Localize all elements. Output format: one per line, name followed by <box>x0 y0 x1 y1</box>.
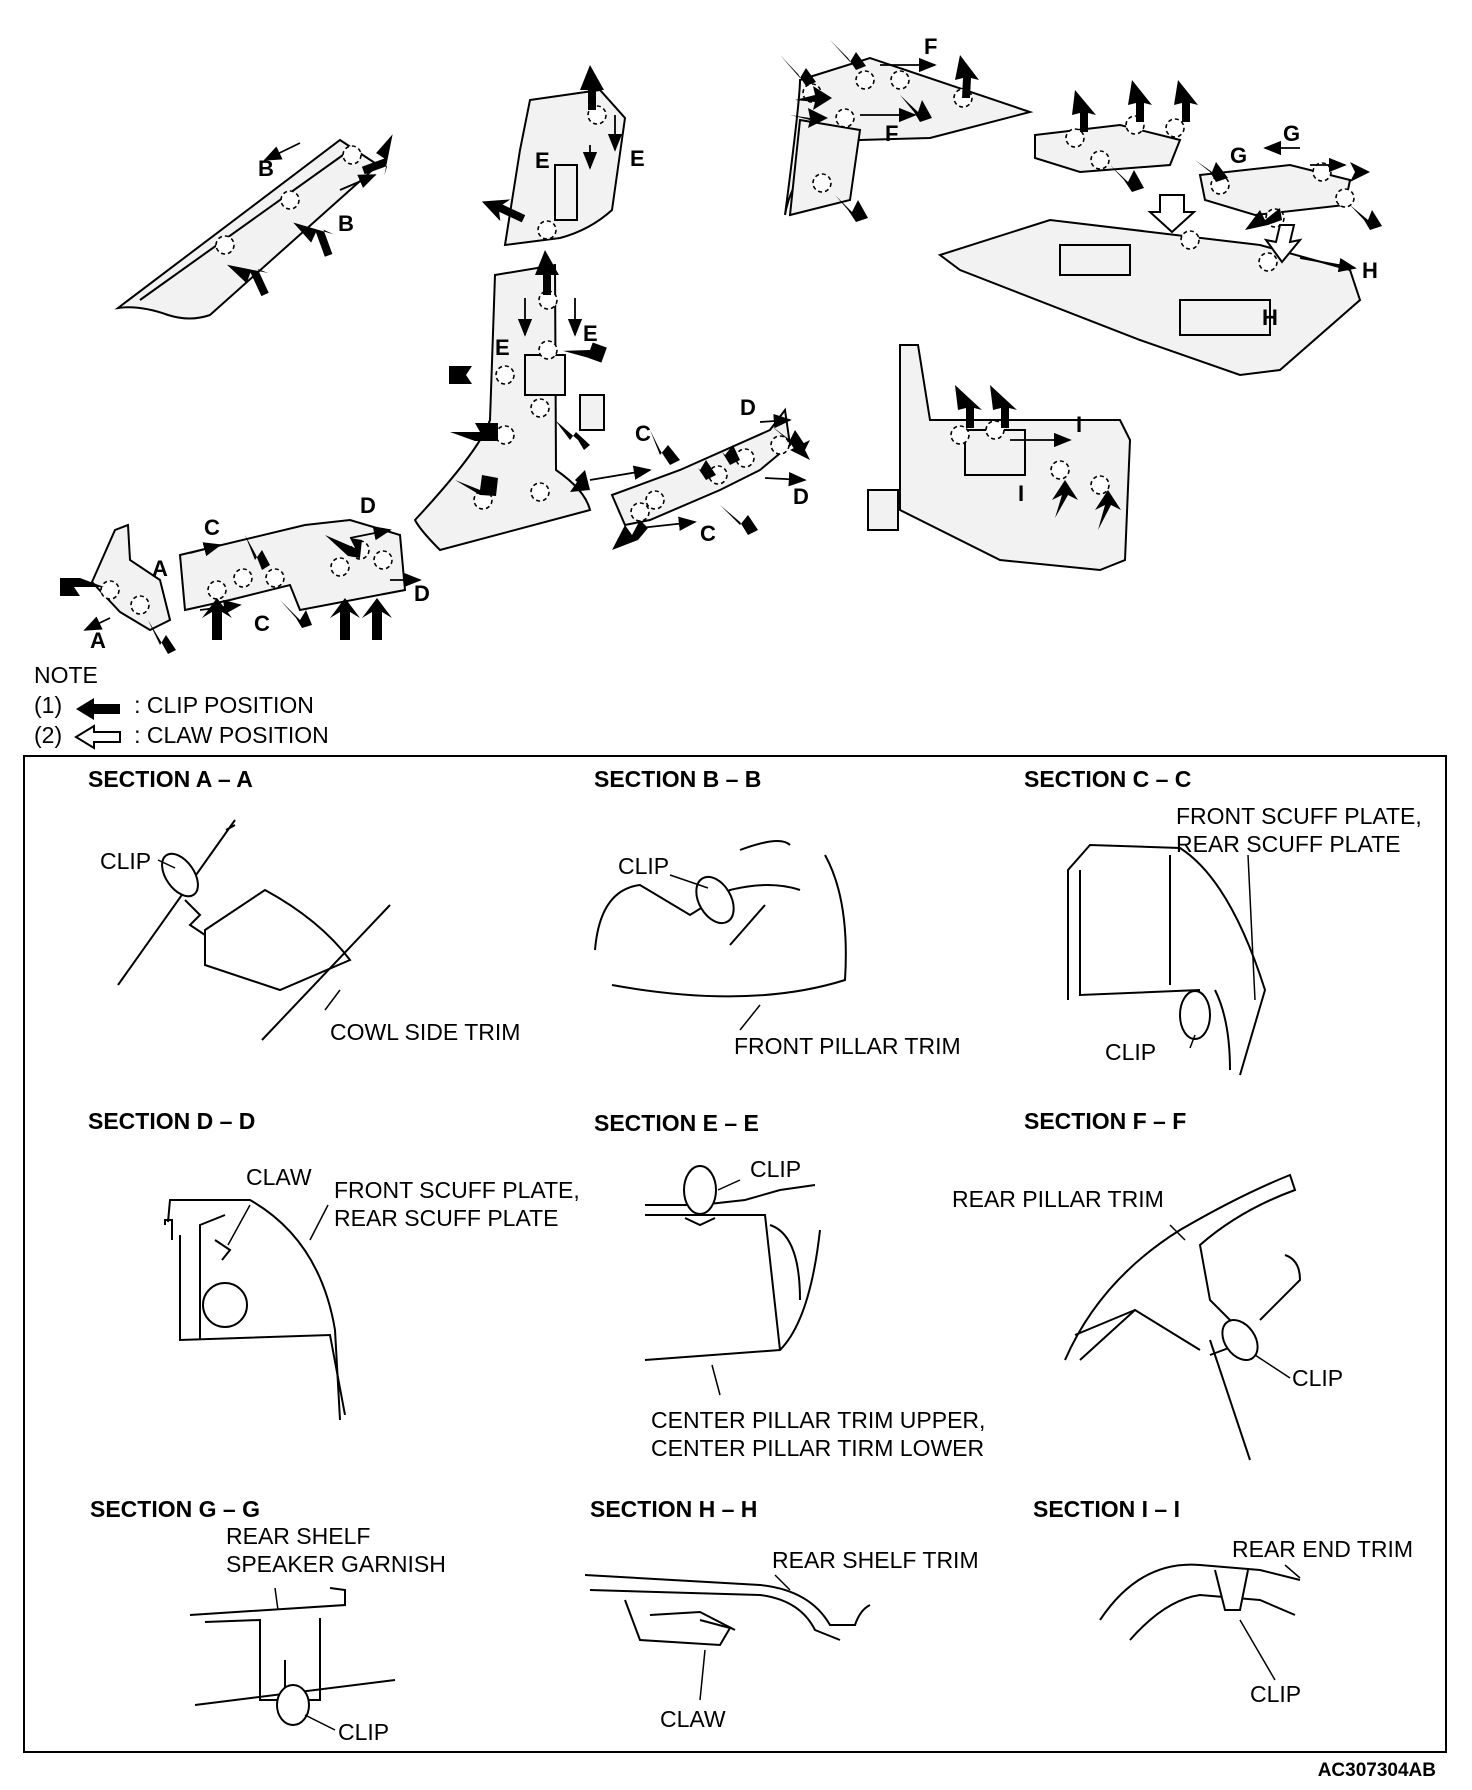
note-legend: NOTE (1) : CLIP POSITION (2) : CLAW POSI… <box>34 660 329 750</box>
section-d-claw-label: CLAW <box>246 1164 312 1190</box>
note-item-number: (1) <box>34 692 63 718</box>
cut-label-e: E <box>535 148 550 173</box>
front-pillar-trim-part <box>114 138 380 320</box>
section-i-rear-end-trim-label: REAR END TRIM <box>1232 1536 1414 1562</box>
section-c-clip-label: CLIP <box>1105 1039 1157 1065</box>
cut-label-g: G <box>1230 143 1248 168</box>
cut-label-f: F <box>885 121 899 146</box>
section-d-drawing <box>164 1199 346 1421</box>
clip-arrows <box>60 40 1382 654</box>
section-h-rear-shelf-trim-label: REAR SHELF TRIM <box>772 1547 979 1573</box>
cut-label-e: E <box>630 146 645 171</box>
rear-shelf-trim-part <box>937 218 1362 377</box>
section-c-scuff-plate-label: FRONT SCUFF PLATE, REAR SCUFF PLATE <box>1176 803 1422 858</box>
section-c-drawing <box>1067 843 1267 1076</box>
section-a-title: SECTION A – A <box>88 766 253 792</box>
section-i-title: SECTION I – I <box>1033 1496 1180 1522</box>
cut-label-g: G <box>1283 121 1301 146</box>
front-scuff-plate-part <box>178 518 407 612</box>
cut-label-c: C <box>635 421 651 446</box>
note-item-text: : CLAW POSITION <box>134 722 329 748</box>
cut-label-c: C <box>700 521 716 546</box>
cut-label-h: H <box>1362 258 1378 283</box>
note-item-clip: (1) : CLIP POSITION <box>34 690 329 720</box>
section-cut-lines <box>83 57 1357 631</box>
section-c-title: SECTION C – C <box>1024 766 1192 792</box>
section-f-clip-label: CLIP <box>1292 1365 1344 1391</box>
cut-label-c: C <box>254 611 270 636</box>
note-item-claw: (2) : CLAW POSITION <box>34 720 329 750</box>
filled-arrow-icon <box>76 698 120 720</box>
figure-id: AC307304AB <box>1317 1760 1436 1781</box>
section-d-title: SECTION D – D <box>88 1108 256 1134</box>
section-b-drawing <box>594 840 847 998</box>
cut-label-a: A <box>152 556 168 581</box>
section-a-cowl-side-trim-label: COWL SIDE TRIM <box>330 1019 521 1045</box>
section-b-front-pillar-trim-label: FRONT PILLAR TRIM <box>734 1033 961 1059</box>
section-d-scuff-plate-label: FRONT SCUFF PLATE, REAR SCUFF PLATE <box>334 1177 580 1232</box>
clip-position-markers <box>100 70 1355 615</box>
claw-arrows <box>1147 194 1303 264</box>
section-h-drawing <box>584 1574 871 1647</box>
cut-label-i: I <box>1018 481 1025 506</box>
cut-label-d: D <box>793 484 809 509</box>
section-f-title: SECTION F – F <box>1024 1108 1187 1134</box>
cut-label-d: D <box>414 581 430 606</box>
section-e-title: SECTION E – E <box>594 1110 759 1136</box>
section-i-clip-label: CLIP <box>1250 1681 1302 1707</box>
hollow-arrow-icon <box>74 724 121 750</box>
section-g-drawing <box>189 1587 396 1726</box>
section-frame <box>23 755 1447 1753</box>
section-f-rear-pillar-trim-label: REAR PILLAR TRIM <box>952 1186 1164 1212</box>
cut-label-f: F <box>924 34 938 59</box>
section-e-center-pillar-trim-label: CENTER PILLAR TRIM UPPER, CENTER PILLAR … <box>651 1407 986 1462</box>
section-e-clip-label: CLIP <box>750 1156 802 1182</box>
note-title: NOTE <box>34 662 98 688</box>
cut-label-d: D <box>740 395 756 420</box>
section-h-title: SECTION H – H <box>590 1496 758 1522</box>
note-item-number: (2) <box>34 722 63 748</box>
section-e-drawing <box>644 1165 821 1361</box>
section-g-clip-label: CLIP <box>338 1719 390 1745</box>
section-i-drawing <box>1099 1563 1301 1641</box>
section-f-drawing <box>1064 1173 1302 1461</box>
cut-label-h: H <box>1262 305 1278 330</box>
cut-label-e: E <box>495 335 510 360</box>
note-item-text: : CLIP POSITION <box>134 692 314 718</box>
section-b-clip-label: CLIP <box>618 853 670 879</box>
section-a-clip-label: CLIP <box>100 848 152 874</box>
cut-label-a: A <box>90 628 106 653</box>
cut-label-b: B <box>258 156 274 181</box>
cut-label-i: I <box>1076 412 1083 437</box>
section-g-title: SECTION G – G <box>90 1496 260 1522</box>
callout-leaders <box>157 854 1301 1731</box>
section-a-drawing <box>117 819 391 1041</box>
section-g-speaker-garnish-label: REAR SHELF SPEAKER GARNISH <box>226 1523 446 1578</box>
cut-label-e: E <box>583 321 598 346</box>
cut-label-b: B <box>338 211 354 236</box>
cut-label-d: D <box>360 493 376 518</box>
section-b-title: SECTION B – B <box>594 766 762 792</box>
cut-label-c: C <box>204 515 220 540</box>
section-h-claw-label: CLAW <box>660 1706 726 1732</box>
center-pillar-upper-part <box>503 88 627 247</box>
rear-end-trim-part <box>867 344 1132 572</box>
